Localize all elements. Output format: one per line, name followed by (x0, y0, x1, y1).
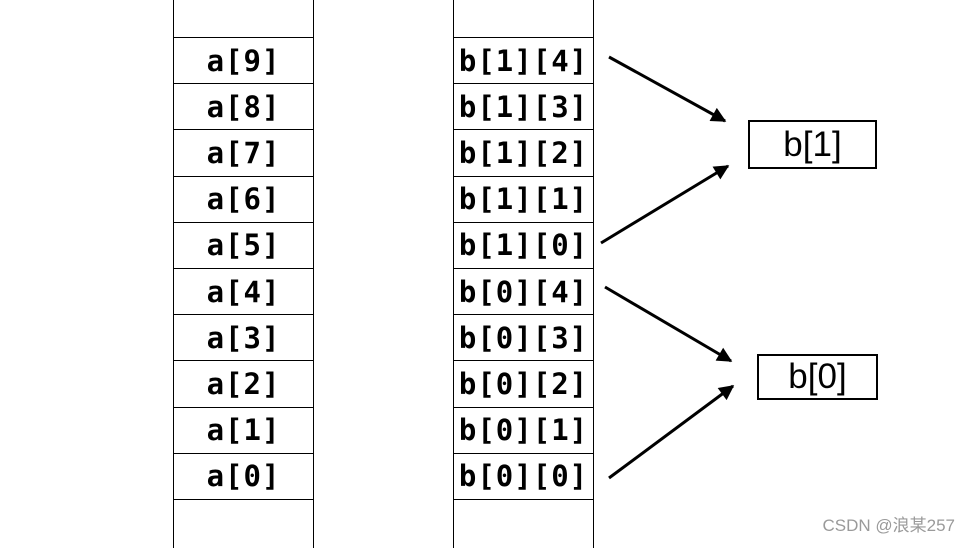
array-a-column: a[9] a[8] a[7] a[6] a[5] a[4] a[3] a[2] … (173, 0, 314, 548)
group-label-b0: b[0] (788, 357, 847, 396)
array-b-cell-1-3: b[1][3] (454, 84, 593, 131)
arrow-b0-bottom (608, 384, 735, 480)
array-b-cell-1-0: b[1][0] (454, 223, 593, 269)
group-box-b1: b[1] (748, 120, 877, 169)
array-a-cell-2: a[2] (174, 361, 313, 408)
array-a-cell-0: a[0] (174, 454, 313, 500)
array-a-cell-5: a[5] (174, 223, 313, 269)
watermark-text: CSDN @浪某257 (822, 516, 955, 535)
array-b-cell-0-2: b[0][2] (454, 361, 593, 408)
array-b-cell-0-1: b[0][1] (454, 408, 593, 454)
array-a-cell-4: a[4] (174, 269, 313, 316)
array-a-cell-3: a[3] (174, 315, 313, 362)
group-box-b0: b[0] (757, 354, 878, 400)
array-a-cell-7: a[7] (174, 130, 313, 177)
array-a-cell-8: a[8] (174, 84, 313, 131)
array-b-cell-empty-top (454, 0, 593, 38)
array-a-cell-6: a[6] (174, 177, 313, 223)
array-b-cell-1-2: b[1][2] (454, 130, 593, 177)
arrow-b1-top (608, 55, 727, 123)
array-a-cell-9: a[9] (174, 38, 313, 85)
array-b-cell-1-1: b[1][1] (454, 177, 593, 223)
array-b-cell-0-3: b[0][3] (454, 315, 593, 362)
arrow-b0-top (604, 285, 733, 363)
array-b-column: b[1][4] b[1][3] b[1][2] b[1][1] b[1][0] … (453, 0, 594, 548)
array-b-cell-0-0: b[0][0] (454, 454, 593, 500)
arrow-b1-bottom (600, 164, 730, 245)
array-a-cell-1: a[1] (174, 408, 313, 454)
array-b-cell-0-4: b[0][4] (454, 269, 593, 316)
array-a-cell-empty-top (174, 0, 313, 38)
group-label-b1: b[1] (783, 124, 842, 164)
array-b-cell-1-4: b[1][4] (454, 38, 593, 85)
